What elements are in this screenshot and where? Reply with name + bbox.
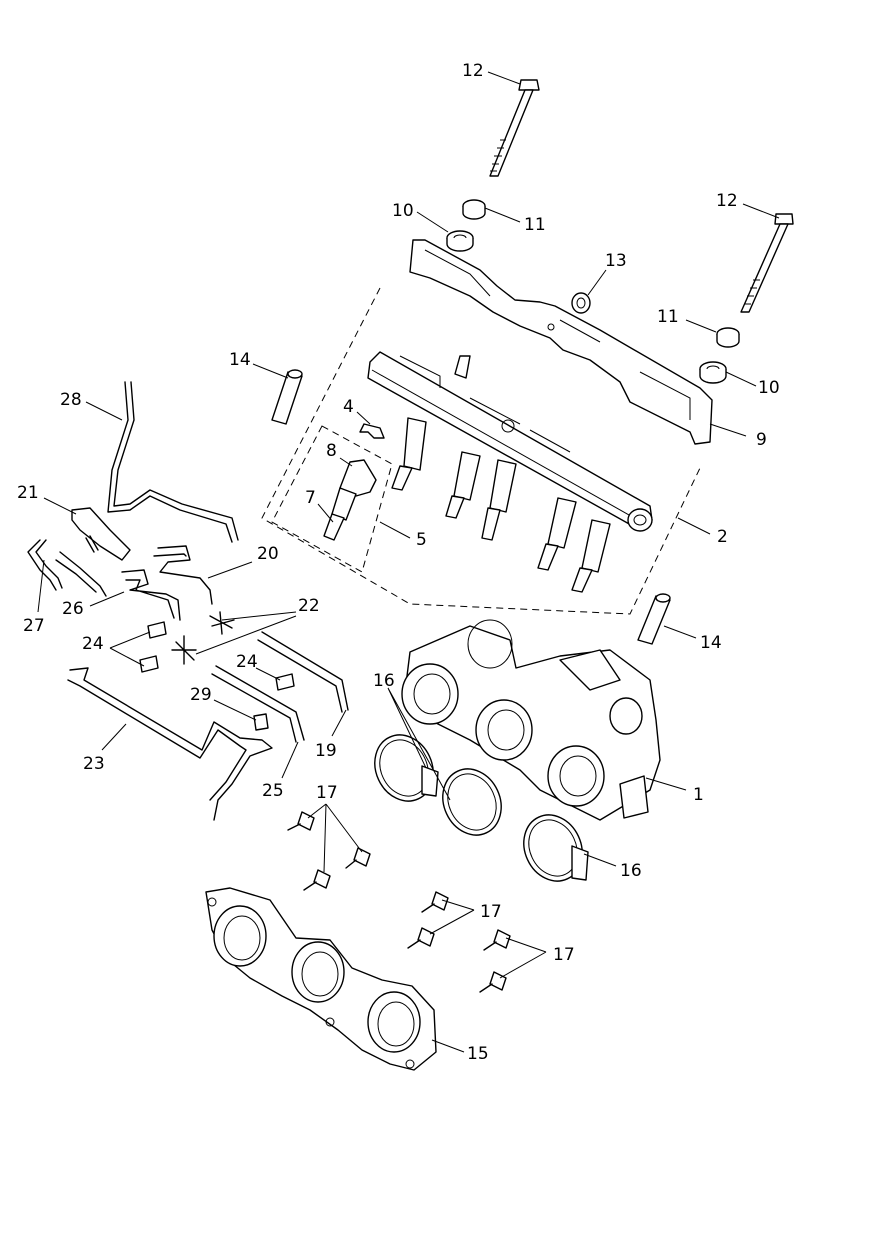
grommet-10-top xyxy=(446,230,474,252)
screw-17-group-b xyxy=(407,891,449,949)
fuel-rail xyxy=(367,351,653,532)
hose-clamp-16-c xyxy=(523,814,589,882)
clip-29 xyxy=(253,713,269,731)
callout-9: 9 xyxy=(756,430,767,450)
hose-clip-24-a xyxy=(139,621,167,673)
hose-28 xyxy=(107,381,239,543)
sleeve-14-left xyxy=(271,369,303,425)
intake-adaptor-15 xyxy=(205,887,437,1071)
callout-14-left: 14 xyxy=(229,350,251,370)
callout-27: 27 xyxy=(23,616,45,636)
callout-10-top: 10 xyxy=(392,201,414,221)
injector-kit-boundary-5 xyxy=(271,425,393,573)
callout-25: 25 xyxy=(262,781,284,801)
callout-22: 22 xyxy=(298,596,320,616)
callout-24-left: 24 xyxy=(82,634,104,654)
callout-23: 23 xyxy=(83,754,105,774)
retaining-clip-4 xyxy=(359,423,385,439)
callout-8: 8 xyxy=(326,441,337,461)
screw-17-group-a xyxy=(287,811,371,891)
hose-27 xyxy=(27,539,107,597)
callout-16-left: 16 xyxy=(373,671,395,691)
callout-26: 26 xyxy=(62,599,84,619)
callout-5: 5 xyxy=(416,530,427,550)
throttle-body-1 xyxy=(401,619,661,821)
screw-17-group-c xyxy=(479,929,511,993)
callout-7: 7 xyxy=(305,488,316,508)
hose-20 xyxy=(153,545,213,605)
fuel-injector-a xyxy=(391,417,427,491)
bolt-12-right xyxy=(740,213,794,313)
callout-4: 4 xyxy=(343,397,354,417)
hose-26 xyxy=(121,569,181,621)
callout-15: 15 xyxy=(467,1044,489,1064)
hose-21 xyxy=(71,507,131,561)
callout-24-right: 24 xyxy=(236,652,258,672)
fuel-injector-e xyxy=(571,519,611,593)
callout-19: 19 xyxy=(315,741,337,761)
callout-11-right: 11 xyxy=(657,307,679,327)
hose-25 xyxy=(211,665,305,743)
fuel-rail-cover-9 xyxy=(409,239,713,445)
callout-11-top: 11 xyxy=(524,215,546,235)
fuel-injector-b xyxy=(445,451,481,519)
hose-23 xyxy=(67,667,273,821)
callout-16-right: 16 xyxy=(620,861,642,881)
leader-lines xyxy=(37,71,780,1053)
callout-20: 20 xyxy=(257,544,279,564)
fuel-injector-c xyxy=(481,459,517,541)
callout-12-top: 12 xyxy=(462,61,484,81)
washer-11-top xyxy=(462,199,486,220)
callout-17-c: 17 xyxy=(553,945,575,965)
hose-clamp-16-b xyxy=(442,768,502,836)
callout-1: 1 xyxy=(693,785,704,805)
bolt-12-top xyxy=(489,79,540,177)
tee-connector-22-b xyxy=(171,635,197,665)
nut-13 xyxy=(571,292,591,314)
callout-17-a: 17 xyxy=(316,783,338,803)
sleeve-14-right xyxy=(637,593,671,645)
callout-12-right: 12 xyxy=(716,191,738,211)
callout-2: 2 xyxy=(717,527,728,547)
washer-11-right xyxy=(716,327,740,348)
hose-clip-24-b xyxy=(275,673,295,691)
injector-8-7 xyxy=(323,459,377,541)
callout-21: 21 xyxy=(17,483,39,503)
callout-17-b: 17 xyxy=(480,902,502,922)
callout-29: 29 xyxy=(190,685,212,705)
callout-labels: 12 12 10 11 13 11 10 9 14 4 8 7 5 2 14 2… xyxy=(17,61,780,1064)
tee-connector-22-a xyxy=(209,611,235,635)
fuel-rail-assembly-boundary-2 xyxy=(261,287,701,615)
callout-13: 13 xyxy=(605,251,627,271)
callout-10-right: 10 xyxy=(758,378,780,398)
grommet-10-right xyxy=(699,361,727,384)
callout-14-right: 14 xyxy=(700,633,722,653)
fuel-injector-d xyxy=(537,497,577,571)
hose-19 xyxy=(257,631,349,713)
callout-28: 28 xyxy=(60,390,82,410)
